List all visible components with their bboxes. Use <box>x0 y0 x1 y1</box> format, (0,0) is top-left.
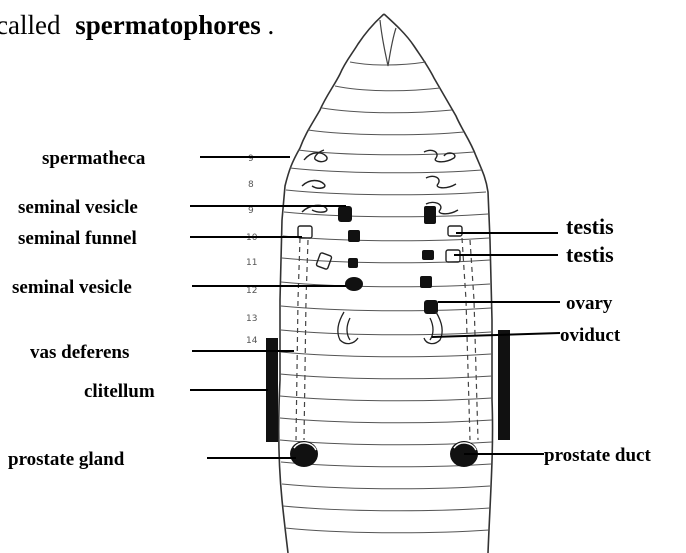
caption-term: spermatophores <box>75 10 261 40</box>
clitellum-right <box>498 330 510 440</box>
seminal-vesicle-blobs <box>338 206 438 314</box>
label-testis: testis <box>566 214 614 239</box>
prostomium <box>380 20 396 66</box>
ovary-oviduct <box>338 312 442 344</box>
label-spermatheca: spermatheca <box>42 148 146 169</box>
segment-number: 13 <box>246 314 257 324</box>
label-oviduct: oviduct <box>560 325 621 346</box>
segment-number: 9 <box>248 154 254 164</box>
worm-body-outline <box>279 14 493 553</box>
segment-number: 14 <box>246 336 258 346</box>
label-prostate-gland: prostate gland <box>8 449 125 470</box>
segment-number: 8 <box>248 180 254 190</box>
label-clitellum: clitellum <box>84 381 155 402</box>
label-vas-deferens: vas deferens <box>30 342 129 363</box>
caption-text: called spermatophores . <box>0 10 274 40</box>
segment-number: 11 <box>246 258 257 268</box>
label-seminal-funnel: seminal funnel <box>18 228 137 249</box>
caption-end: . <box>267 10 274 40</box>
segment-number: 9 <box>248 206 254 216</box>
labels-right: testis testis ovary oviduct prostate duc… <box>544 214 651 466</box>
label-seminal-vesicle: seminal vesicle <box>18 197 138 218</box>
spermatheca-right <box>424 150 458 213</box>
caption-fragment: called <box>0 10 61 40</box>
segment-numbers: 9 8 9 10 11 12 13 14 <box>246 154 258 346</box>
label-seminal-vesicle: seminal vesicle <box>12 277 132 298</box>
labels-left: spermatheca seminal vesicle seminal funn… <box>8 148 155 470</box>
label-testis: testis <box>566 242 614 267</box>
label-ovary: ovary <box>566 293 613 314</box>
spermatheca-left <box>302 150 327 212</box>
segment-number: 12 <box>246 286 257 296</box>
label-prostate-duct: prostate duct <box>544 445 651 466</box>
